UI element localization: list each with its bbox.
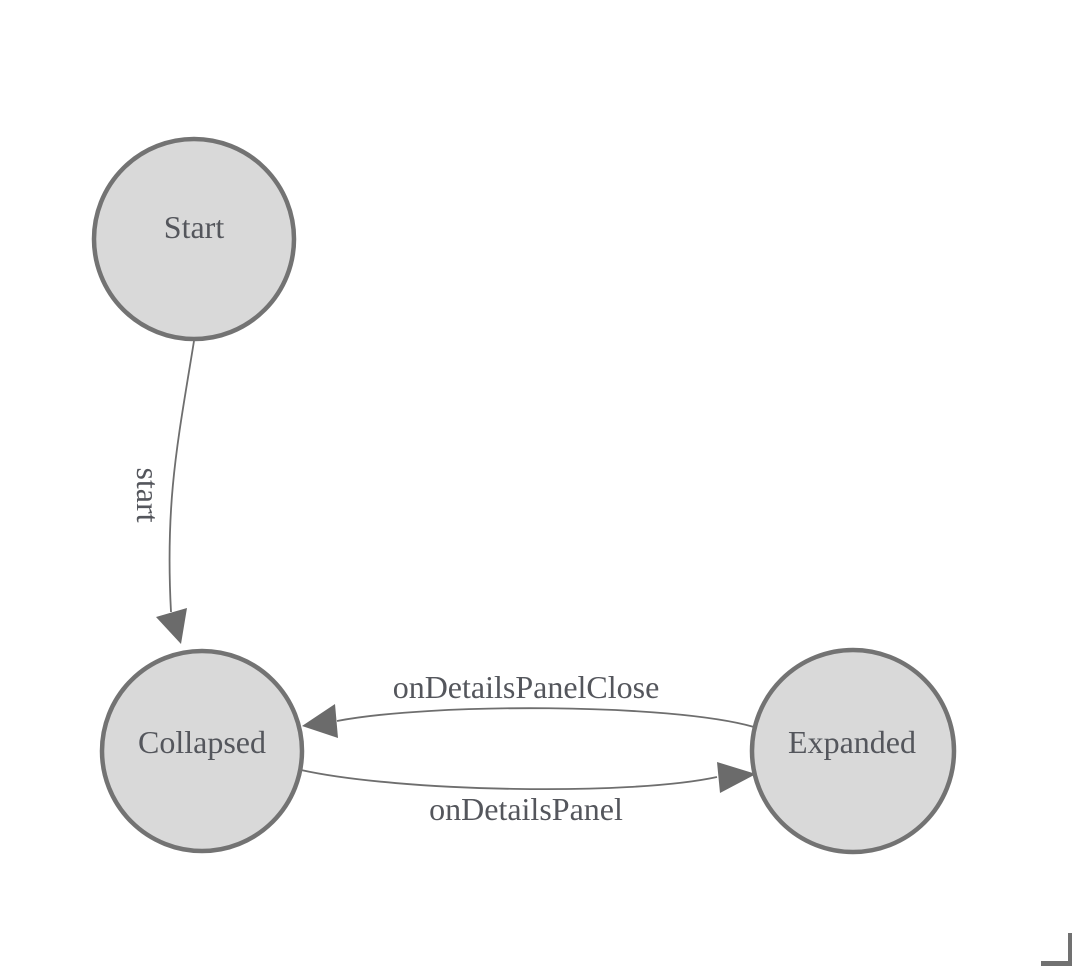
state-node-collapsed-label: Collapsed xyxy=(138,724,266,760)
resize-corner-horizontal-bar[interactable] xyxy=(1041,961,1072,966)
state-node-expanded-label: Expanded xyxy=(788,724,916,760)
transition-ondetailspanel: onDetailsPanel xyxy=(300,762,756,827)
state-node-collapsed-circle[interactable] xyxy=(99,648,305,854)
state-node-expanded-circle[interactable] xyxy=(749,647,957,855)
state-node-collapsed[interactable]: Collapsed xyxy=(99,648,305,854)
transition-ondetailspanel-label: onDetailsPanel xyxy=(429,791,623,827)
transition-start-label: start xyxy=(130,467,166,522)
transition-ondetailspanelclose-path xyxy=(336,707,755,728)
transition-start-path xyxy=(168,340,195,613)
transition-ondetailspanel-path xyxy=(300,769,718,791)
transition-ondetailspanelclose: onDetailsPanelClose xyxy=(302,669,755,738)
state-node-expanded[interactable]: Expanded xyxy=(749,647,957,855)
transition-ondetailspanelclose-label: onDetailsPanelClose xyxy=(393,669,660,705)
state-node-start[interactable]: Start xyxy=(91,136,297,342)
resize-corner-mark[interactable] xyxy=(1041,933,1072,966)
arrowhead-start-to-collapsed-icon xyxy=(156,608,187,644)
state-node-start-label: Start xyxy=(164,209,225,245)
arrowhead-collapsed-to-expanded-icon xyxy=(717,762,756,793)
transition-start: start xyxy=(130,340,195,644)
arrowhead-expanded-to-collapsed-icon xyxy=(302,704,338,738)
resize-corner-vertical-bar[interactable] xyxy=(1068,933,1072,966)
state-node-start-circle[interactable] xyxy=(91,136,297,342)
